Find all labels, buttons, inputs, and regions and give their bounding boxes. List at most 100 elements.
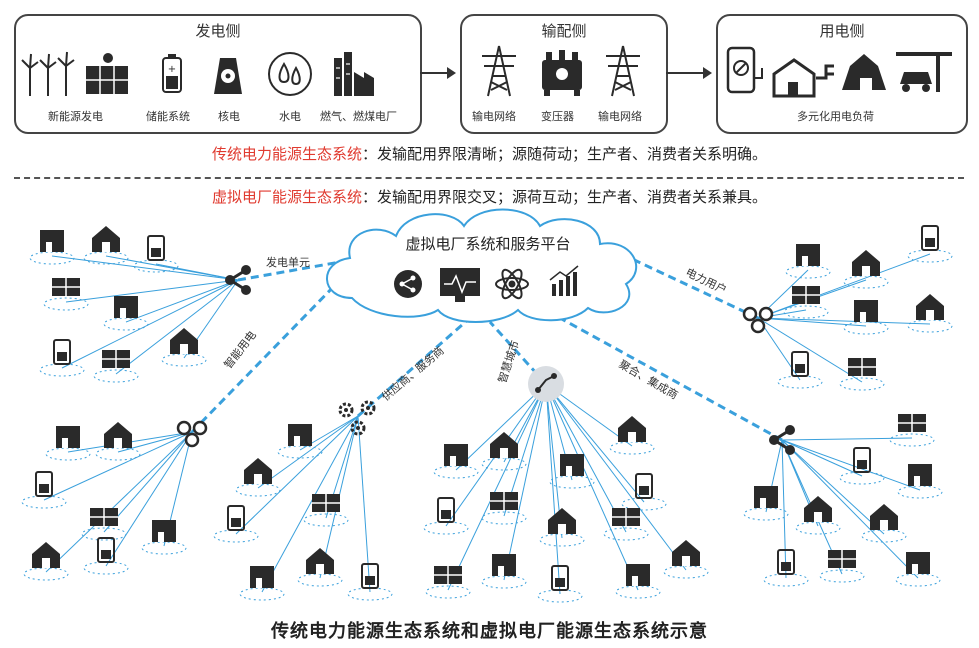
gen-label-storage: 储能系统	[146, 110, 190, 123]
smart-use-hub-spoke-5	[45, 431, 193, 573]
city-hub-spoke-8	[503, 383, 547, 581]
aggregator-hub-leaf-base-2	[839, 471, 885, 485]
city-hub-spoke-7	[447, 383, 547, 591]
city-hub-spoke-12	[545, 383, 639, 591]
aggregator-hub	[769, 425, 795, 455]
smart-use-hub-leaf-icon-4	[152, 520, 176, 542]
supplier-hub-spoke-1	[257, 415, 359, 489]
generation-hub-spoke-3	[65, 279, 239, 303]
user-hub-leaf-icon-1	[852, 250, 880, 276]
platform-link-5	[629, 256, 759, 320]
user-hub-leaf-icon-4	[854, 300, 878, 322]
transformer-icon	[542, 50, 582, 96]
generation-hub-leaf-icon-1	[92, 226, 120, 252]
traditional-statement: 传统电力能源生态系统：发输配用界限清晰；源随荷动；生产者、消费者关系明确。	[0, 143, 979, 164]
smart-use-hub-leaf-icon-2	[35, 471, 53, 497]
aggregator-hub-leaf-icon-8	[906, 552, 930, 574]
user-hub-spoke-2	[757, 253, 931, 319]
supplier-hub-leaf-icon-5	[306, 548, 334, 574]
aggregator-hub-spoke-8	[781, 439, 919, 579]
svg-text:+: +	[168, 64, 176, 75]
smart-use-hub	[176, 420, 208, 448]
generation-hub-leaf-icon-6	[53, 339, 71, 365]
smart-use-hub-spoke-1	[117, 431, 193, 453]
user-hub-leaf-icon-0	[796, 244, 820, 266]
supplier-hub-leaf-icon-1	[244, 458, 272, 484]
user-hub-leaf-base-3	[783, 305, 829, 319]
aggregator-hub-leaf-base-5	[861, 529, 907, 543]
battery-icon: +	[162, 54, 182, 93]
nuclear-icon	[214, 58, 242, 94]
aggregator-hub-leaf-icon-0	[754, 486, 778, 508]
city-hub-leaf-icon-8	[492, 554, 516, 576]
aggregator-hub-leaf-base-8	[895, 573, 941, 587]
arrow-trans-to-cons	[666, 67, 712, 79]
user-hub-leaf-icon-6	[791, 351, 809, 377]
city-hub-leaf-icon-1	[490, 432, 518, 458]
user-hub-leaf-icon-3	[792, 286, 820, 304]
virtual-body: ：发输配用界限交叉；源荷互动；生产者、消费者关系兼具。	[362, 188, 768, 206]
city-hub-leaf-base-12	[615, 585, 661, 599]
user-hub	[742, 306, 774, 334]
smart-use-hub-leaf-icon-1	[104, 422, 132, 448]
supplier-hub-leaf-icon-3	[312, 494, 340, 512]
consumption-title: 用电侧	[819, 22, 865, 40]
virtual-statement: 虚拟电厂能源生态系统：发输配用界限交叉；源荷互动；生产者、消费者关系兼具。	[0, 186, 979, 207]
smart-use-hub-leaf-base-0	[45, 447, 91, 461]
generation-hub-spoke-4	[125, 279, 239, 323]
smart-use-hub-leaf-base-1	[95, 447, 141, 461]
atom-icon	[495, 268, 529, 300]
generation-title: 发电侧	[195, 22, 241, 40]
platform-cloud	[326, 208, 638, 323]
smart-use-hub-spoke-6	[105, 431, 193, 567]
section-divider	[14, 177, 964, 179]
aggregator-hub-leaf-icon-7	[828, 550, 856, 568]
trans-label-transformer: 变压器	[541, 110, 574, 123]
generation-hub-leaf-icon-7	[102, 350, 130, 368]
generation-hub-spoke-0	[51, 255, 239, 281]
platform-title: 虚拟电厂系统和服务平台	[405, 235, 571, 253]
city-hub-leaf-icon-12	[626, 564, 650, 586]
user-hub-leaf-base-4	[843, 321, 889, 335]
generation-hub-leaf-base-6	[39, 363, 85, 377]
gen-label-nuclear: 核电	[218, 110, 240, 123]
supplier-hub-leaf-icon-6	[361, 563, 379, 589]
generation-hub-leaf-icon-4	[114, 296, 138, 318]
city-hub-leaf-base-13	[663, 565, 709, 579]
trans-label-2: 输电网络	[598, 110, 642, 123]
city-hub-leaf-icon-5	[618, 416, 646, 442]
user-hub-spoke-5	[757, 317, 931, 325]
city-hub-leaf-base-3	[481, 511, 527, 525]
city-hub-leaf-base-2	[423, 521, 469, 535]
platform-link-1	[190, 278, 342, 434]
city-hub-leaf-icon-9	[548, 508, 576, 534]
aggregator-hub-spoke-5	[781, 439, 885, 535]
generation-hub-leaf-icon-0	[40, 230, 64, 252]
generation-hub-leaf-base-2	[133, 259, 179, 273]
user-hub-leaf-base-5	[907, 319, 953, 333]
gen-label-new-energy: 新能源发电	[48, 110, 103, 123]
user-hub-spoke-4	[757, 317, 867, 327]
smart-use-hub-spoke-2	[43, 431, 193, 501]
supplier-hub-leaf-base-4	[239, 587, 285, 601]
supplier-hub-leaf-icon-2	[227, 505, 245, 531]
smart-use-hub-leaf-icon-6	[97, 537, 115, 563]
city-hub-spoke-0	[455, 383, 547, 471]
supplier-hub-leaf-base-3	[303, 513, 349, 527]
user-hub-leaf-base-7	[839, 377, 885, 391]
supplier-hub-spoke-2	[235, 415, 359, 535]
city-hub-spoke-13	[545, 383, 687, 571]
user-hub-leaf-base-6	[777, 375, 823, 389]
aggregator-hub-leaf-icon-5	[870, 504, 898, 530]
city-hub-leaf-base-7	[425, 585, 471, 599]
smart-use-hub-leaf-icon-0	[56, 426, 80, 448]
link-label-generation-unit: 发电单元	[266, 256, 310, 269]
city-hub-leaf-icon-10	[551, 565, 569, 591]
smart-use-hub-leaf-base-2	[21, 495, 67, 509]
pylon-icon	[482, 45, 516, 97]
gen-label-plant: 燃气、燃煤电厂	[320, 110, 397, 123]
city-hub-leaf-icon-7	[434, 566, 462, 584]
aggregator-hub-leaf-icon-3	[898, 414, 926, 432]
generation-hub-leaf-base-7	[93, 369, 139, 383]
aggregator-hub-spoke-2	[781, 439, 863, 477]
